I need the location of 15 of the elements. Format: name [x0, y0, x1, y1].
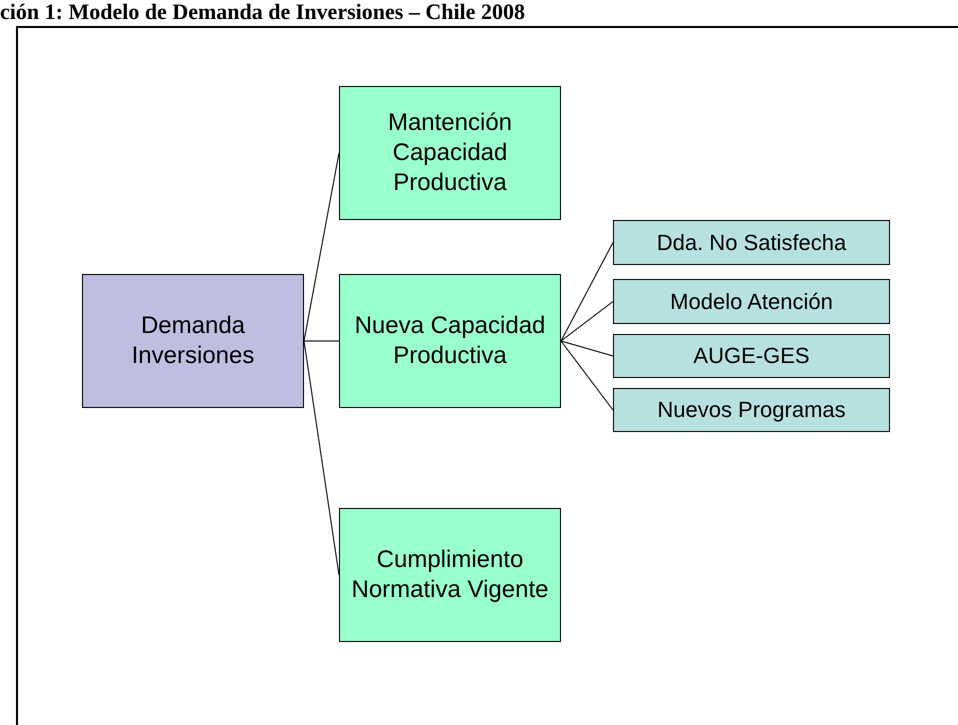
connector-line	[560, 242, 614, 342]
connector-line	[560, 340, 614, 356]
node-box: Mantención Capacidad Productiva	[339, 86, 561, 220]
connector-line	[560, 340, 614, 410]
node-box: Demanda Inversiones	[82, 274, 304, 408]
connector-line	[304, 152, 340, 342]
connector-line	[304, 340, 340, 342]
diagram-title: ción 1: Modelo de Demanda de Inversiones – Chile 2008	[0, 0, 525, 24]
node-box: Nuevos Programas	[613, 388, 890, 432]
node-box: Dda. No Satisfecha	[613, 220, 890, 265]
connector-line	[560, 301, 614, 342]
node-box: Nueva Capacidad Productiva	[339, 274, 561, 408]
node-box: AUGE-GES	[613, 334, 890, 378]
node-box: Cumplimiento Normativa Vigente	[339, 508, 561, 642]
node-box: Modelo Atención	[613, 279, 890, 324]
